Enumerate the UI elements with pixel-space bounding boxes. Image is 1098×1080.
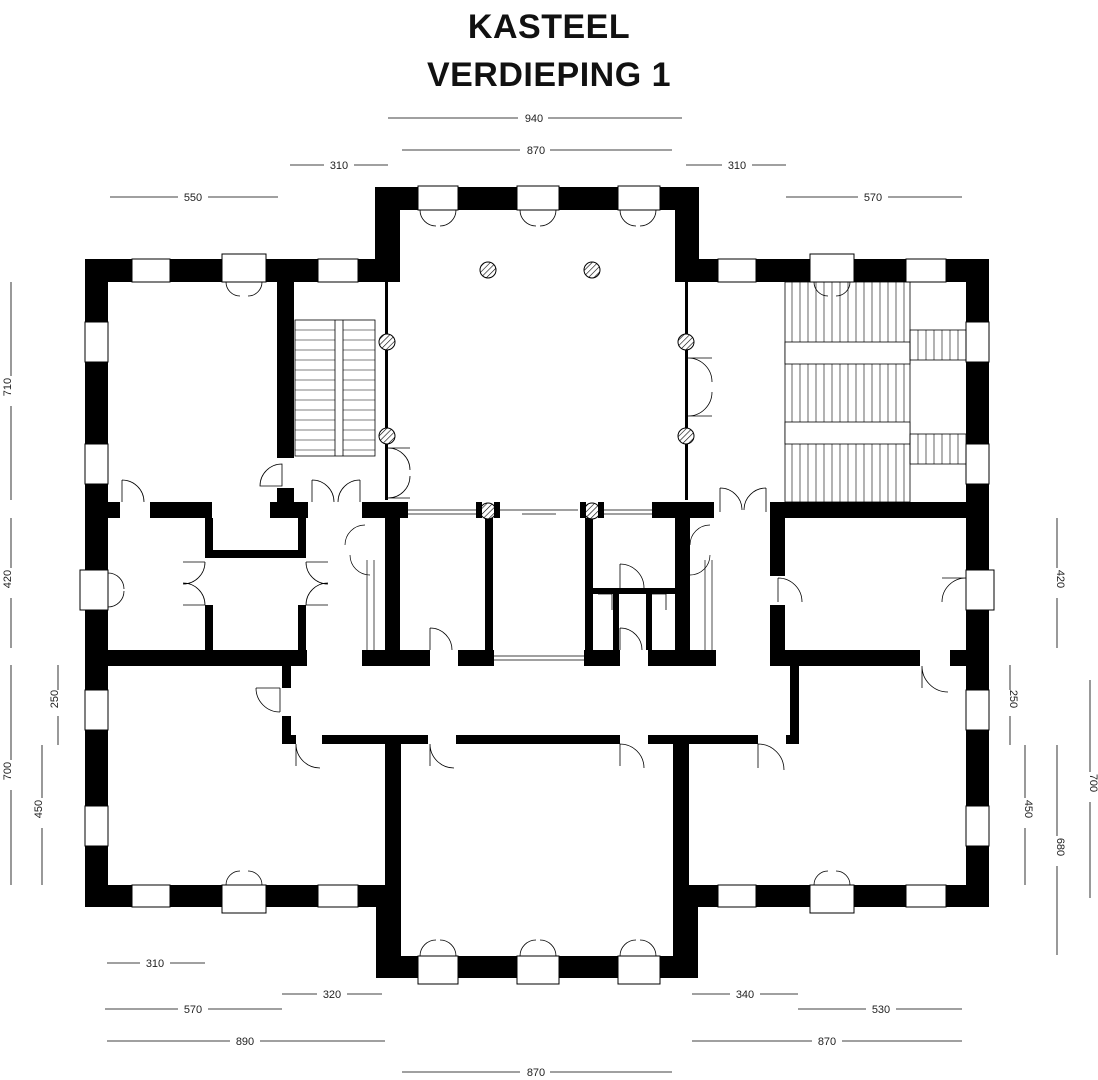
column — [677, 333, 695, 351]
dim-left-700: 700 — [2, 762, 14, 780]
column — [378, 427, 396, 445]
dim-top-right-570: 570 — [864, 192, 882, 204]
stair-left-treads — [295, 329, 375, 451]
column — [677, 427, 695, 445]
dim-bottom-870-center: 870 — [527, 1067, 545, 1079]
window-swings — [107, 209, 851, 957]
wall-chamfers — [108, 210, 966, 956]
small-stairs — [344, 524, 713, 650]
column — [479, 502, 497, 520]
windows — [79, 185, 995, 985]
column — [583, 261, 601, 279]
stair-right-treads — [791, 282, 959, 502]
glass-partitions — [408, 509, 652, 661]
dim-top-right-310: 310 — [728, 160, 746, 172]
dim-top-left-310: 310 — [330, 160, 348, 172]
dim-bottom-340: 340 — [736, 989, 754, 1001]
dim-right-450: 450 — [1022, 800, 1034, 818]
dim-top-left-550: 550 — [184, 192, 202, 204]
column-bases — [476, 502, 604, 518]
plan-title: KASTEEL — [467, 8, 631, 46]
dim-bottom-320: 320 — [323, 989, 341, 1001]
dimension-label-backgrounds — [4, 111, 1097, 1079]
dim-right-680: 680 — [1054, 838, 1066, 856]
exterior-walls — [85, 187, 989, 978]
dim-bottom-530: 530 — [872, 1004, 890, 1016]
dim-right-420: 420 — [1054, 570, 1066, 588]
plan-subtitle: VERDIEPING 1 — [426, 56, 672, 94]
doors — [121, 357, 967, 771]
dim-bottom-570: 570 — [184, 1004, 202, 1016]
dim-right-250: 250 — [1007, 690, 1019, 708]
dim-left-710: 710 — [2, 378, 14, 396]
dim-top-870: 870 — [527, 145, 545, 157]
dim-left-250: 250 — [49, 690, 61, 708]
column — [583, 502, 601, 520]
dim-left-420: 420 — [2, 570, 14, 588]
stair-left — [294, 319, 376, 457]
dim-bottom-890: 890 — [236, 1036, 254, 1048]
column — [479, 261, 497, 279]
stair-right — [784, 281, 967, 503]
interior-walls — [85, 282, 989, 885]
dim-top-940: 940 — [525, 113, 543, 125]
dim-right-700: 700 — [1087, 774, 1098, 792]
dim-bottom-310: 310 — [146, 958, 164, 970]
dim-bottom-870-right: 870 — [818, 1036, 836, 1048]
column — [378, 333, 396, 351]
dim-left-450: 450 — [33, 800, 45, 818]
columns — [378, 261, 695, 520]
